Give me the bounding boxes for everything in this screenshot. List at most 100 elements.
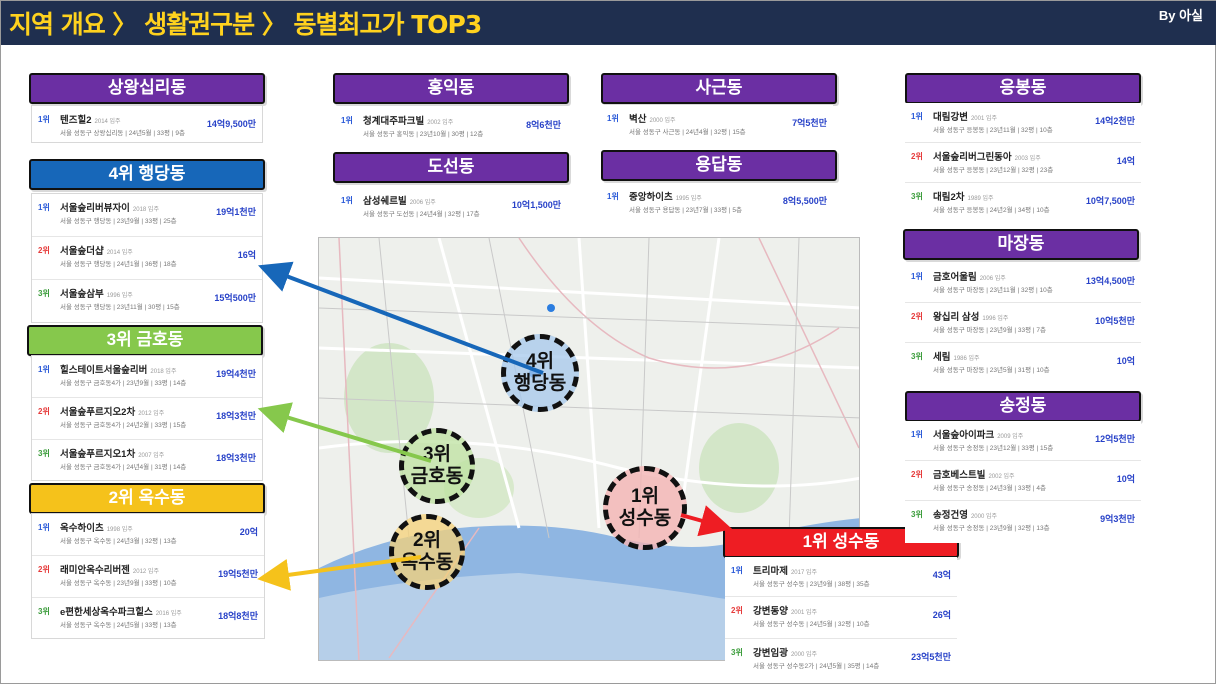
author-label: By 아실: [1158, 8, 1203, 23]
geumho-name: 금호동: [410, 466, 464, 487]
apt-year: 2000 입주: [649, 118, 676, 124]
apt-detail: 서울 성동구 금호동4가 | 23년9월 | 33평 | 14층: [60, 380, 187, 387]
apt-price: 19억5천만: [218, 569, 258, 579]
apt-detail: 서울 성동구 상왕십리동 | 24년5월 | 33평 | 9층: [60, 130, 185, 137]
header-yongdap: 용답동: [601, 150, 837, 181]
apt-year: 1998 입주: [106, 527, 133, 533]
apt-price: 9억3천만: [1100, 514, 1135, 524]
apt-price: 10억5천만: [1095, 316, 1135, 326]
map-label-geumho: 3위 금호동: [399, 428, 475, 504]
apt-price: 13억4,500만: [1085, 276, 1135, 286]
header-haengdang: 4위 행당동: [29, 159, 265, 190]
apt-name-text: 서울숲리버뷰자이: [60, 203, 130, 214]
apt-detail: 서울 성동구 홍익동 | 23년10월 | 30평 | 12층: [363, 131, 484, 138]
rank-label: 1위: [607, 114, 619, 123]
rank-label: 1위: [38, 115, 50, 124]
rank-label: 2위: [38, 246, 50, 255]
seongsu-rank: 1위: [630, 486, 660, 507]
rank-label: 3위: [731, 648, 743, 657]
apt-name-text: 금호베스트빌: [933, 470, 986, 481]
apt-price: 8억6천만: [526, 120, 561, 130]
rank-label: 1위: [911, 272, 923, 281]
apt-price: 18억3천만: [216, 453, 256, 463]
rank-label: 2위: [38, 565, 50, 574]
header-oksu: 2위 옥수동: [29, 483, 265, 514]
apt-year: 2018 입주: [132, 207, 159, 213]
rank-label: 1위: [607, 192, 619, 201]
apt-price: 19억4천만: [216, 369, 256, 379]
apt-year: 1986 입주: [953, 356, 980, 362]
apt-name-text: 강변임광: [753, 648, 788, 659]
apt-detail: 서울 성동구 송정동 | 23년12월 | 33평 | 15층: [933, 445, 1054, 452]
map-label-haengdang: 4위 행당동: [501, 334, 579, 412]
apt-year: 2003 입주: [1014, 156, 1041, 162]
apt-detail: 서울 성동구 금호동4가 | 24년4월 | 31평 | 14층: [60, 464, 187, 471]
apt-detail: 서울 성동구 응봉동 | 23년11월 | 32평 | 10층: [933, 127, 1053, 134]
apt-price: 10억: [1116, 474, 1135, 484]
apt-price: 14억9,500만: [206, 119, 256, 129]
apt-detail: 서울 성동구 행당동 | 23년9월 | 33평 | 25층: [60, 218, 177, 225]
rank-label: 3위: [911, 510, 923, 519]
rank-label: 2위: [911, 312, 923, 321]
apt-price: 14억2천만: [1095, 116, 1135, 126]
oksu-name: 옥수동: [400, 552, 454, 573]
apt-year: 2012 입주: [138, 411, 165, 417]
apt-name-text: e편한세상옥수파크힐스: [60, 607, 153, 618]
geumho-rank: 3위: [422, 444, 452, 465]
apt-detail: 서울 성동구 응봉동 | 24년2월 | 34평 | 10층: [933, 207, 1050, 214]
apt-detail: 서울 성동구 성수동 | 24년5월 | 32평 | 10층: [753, 621, 870, 628]
rank-label: 1위: [341, 196, 353, 205]
apt-detail: 서울 성동구 성수동 | 23년9월 | 38평 | 35층: [753, 581, 870, 588]
apt-price: 14억: [1116, 156, 1135, 166]
apt-year: 2000 입주: [970, 514, 998, 520]
rank-label: 1위: [38, 365, 50, 374]
oksu-rank: 2위: [412, 530, 442, 551]
rank-label: 1위: [38, 203, 50, 212]
apt-year: 2014 입주: [94, 119, 121, 125]
apt-name-text: 송정건영: [933, 510, 968, 521]
apt-year: 2007 입주: [138, 453, 165, 459]
apt-detail: 서울 성동구 도선동 | 24년4월 | 32평 | 17층: [363, 211, 480, 218]
